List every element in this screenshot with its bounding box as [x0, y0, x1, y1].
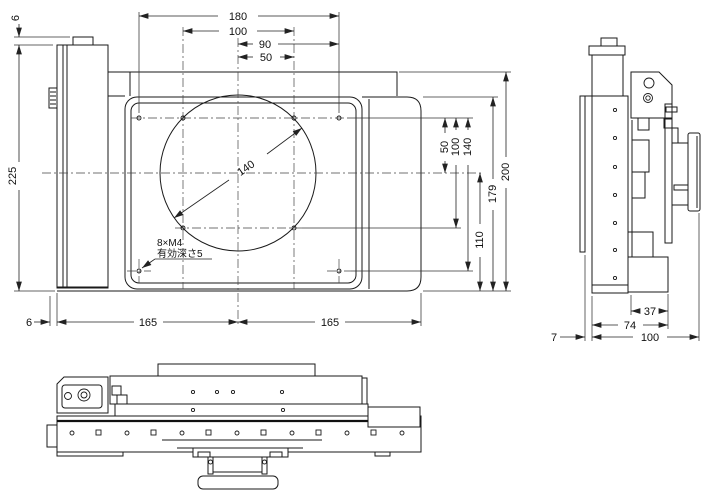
- plan-base-body: [57, 71, 422, 292]
- side-carriage-parts: [627, 117, 673, 293]
- plan-top-tab: [72, 36, 94, 46]
- plan-centerlines: [42, 27, 484, 326]
- side-handwheel-assembly: [664, 103, 701, 244]
- front-motor-block: [56, 376, 128, 414]
- thread-note: 8×M4 有効深さ5: [141, 238, 212, 269]
- dim-label-50-vertical: 50: [439, 141, 451, 153]
- front-right-foot: [374, 451, 391, 457]
- dim-label-diameter-140: 140: [235, 158, 257, 178]
- dim-label-50-top: 50: [260, 52, 272, 64]
- plan-view: 140 8×M4 有効深さ5 180 100 90 50: [7, 11, 512, 329]
- dim-label-100-vertical: 100: [450, 138, 462, 156]
- plan-tapped-holes: [136, 115, 342, 274]
- front-bottom-knob-assembly: [192, 447, 289, 490]
- dim-label-90: 90: [259, 39, 271, 51]
- front-view: [46, 363, 422, 490]
- dim-label-110: 110: [474, 231, 486, 249]
- dim-label-165-right: 165: [321, 317, 339, 329]
- dim-label-6-bottom: 6: [26, 317, 32, 329]
- dimensions-plan-bottom: 6 165 165: [26, 293, 422, 329]
- dimensions-plan-top: 180 100 90 50: [138, 11, 340, 113]
- plan-motor-block: [48, 36, 109, 289]
- dim-label-100-top: 100: [229, 26, 247, 38]
- rail-hole-row: [69, 429, 405, 436]
- dimensions-plan-left: 6 225: [7, 15, 70, 292]
- dim-label-180: 180: [229, 11, 247, 23]
- dim-label-7: 7: [551, 332, 557, 344]
- front-left-foot: [56, 451, 124, 457]
- thread-note-line2: 有効深さ5: [157, 247, 203, 260]
- dim-label-37: 37: [644, 306, 656, 318]
- dim-label-179: 179: [487, 185, 499, 203]
- dimensions-side-bottom: 37 74 100 7: [551, 213, 700, 344]
- side-sensor-bracket: [630, 71, 673, 119]
- dim-label-140-vertical: 140: [462, 138, 474, 156]
- dim-label-165-left: 165: [139, 317, 157, 329]
- front-right-block: [367, 406, 421, 428]
- front-rail-base: [46, 406, 422, 457]
- front-upper-body: [109, 375, 368, 405]
- thread-note-line1: 8×M4: [157, 238, 183, 249]
- front-table-top: [157, 363, 316, 377]
- handwheel-knob: [687, 132, 701, 212]
- front-left-tab: [46, 424, 58, 448]
- side-view: 37 74 100 7: [551, 37, 701, 344]
- dim-label-225: 225: [7, 167, 19, 185]
- plan-side-boss: [48, 87, 58, 109]
- side-motor: [588, 37, 626, 97]
- dim-label-74: 74: [624, 320, 636, 332]
- dim-label-100-side: 100: [641, 332, 659, 344]
- front-knob: [197, 475, 279, 490]
- dim-label-6-top: 6: [10, 15, 22, 21]
- dimensions-plan-right: 50 100 140 110 179 200: [302, 71, 512, 292]
- side-stage-body: [579, 95, 629, 294]
- front-carriage-band: [114, 403, 369, 417]
- dim-label-200: 200: [500, 163, 512, 181]
